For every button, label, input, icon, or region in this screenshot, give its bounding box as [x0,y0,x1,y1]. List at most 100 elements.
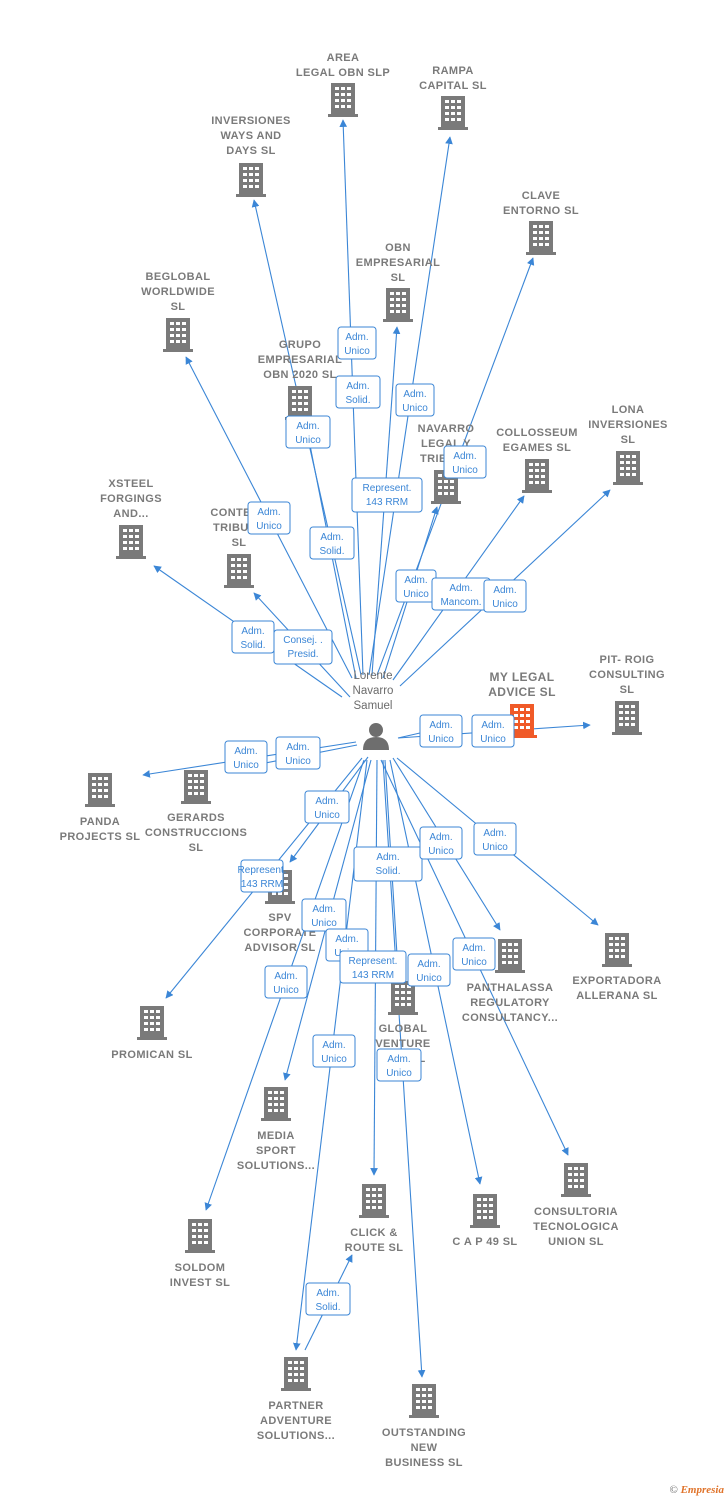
company-label-line: CORPORATE [243,927,316,939]
role-badge: Adm.Unico [264,965,308,999]
role-text: Unico [452,465,478,476]
company-label-line: NAVARRO [418,423,475,435]
role-badge: Adm.Unico [473,822,517,856]
company-label-line: SL [171,301,186,313]
company-label-line: COLLOSSEUM [496,427,578,439]
building-icon [612,701,642,735]
role-text: Adm. [241,626,264,637]
company-node-beglobal[interactable]: BEGLOBAL WORLDWIDE SL [141,271,215,352]
company-label-line: CLICK & [350,1227,397,1239]
company-label-line: INVEST SL [170,1277,230,1289]
building-icon [137,1006,167,1040]
company-label-line: ADVICE SL [488,685,556,699]
company-label-line: WORLDWIDE [141,286,215,298]
company-node-cap49[interactable]: C A P 49 SL [452,1194,517,1248]
role-text: Solid. [375,866,400,877]
company-node-xsteel[interactable]: XSTEELFORGINGSAND... [100,478,162,559]
building-icon [181,770,211,804]
role-badge: Adm.Mancom. [431,577,491,611]
company-label-line: CONSULTANCY... [462,1012,558,1024]
company-node-soldom[interactable]: SOLDOM INVEST SL [170,1219,230,1289]
role-text: Adm. [316,1288,339,1299]
role-badge: Adm.Unico [275,736,321,770]
company-label-line: SOLUTIONS... [237,1160,315,1172]
role-text: Adm. [429,832,452,843]
person-node[interactable] [363,723,389,750]
company-label-line: INVERSIONES [211,115,291,127]
company-label-line: SOLDOM [175,1262,226,1274]
building-icon [261,1087,291,1121]
company-label-line: SL [620,684,635,696]
role-text: Unico [403,589,429,600]
company-label-line: TECNOLOGICA [533,1221,619,1233]
company-node-collosseum[interactable]: COLLOSSEUM EGAMES SL [496,427,578,493]
person-name-line: Navarro [353,685,394,697]
role-text: Unico [285,756,311,767]
company-label-line: NEW [411,1442,438,1454]
role-text: Presid. [287,649,318,660]
company-label-line: EMPRESARIAL [356,257,440,269]
company-label-line: AREA [327,52,360,64]
role-text: Represent. [363,483,412,494]
role-text: Adm. [315,796,338,807]
building-icon [613,451,643,485]
company-label-line: GLOBAL [379,1023,428,1035]
company-label-line: OBN [385,242,411,254]
company-node-media-sport[interactable]: MEDIASPORTSOLUTIONS... [237,1087,315,1172]
company-label-line: OBN 2020 SL [263,369,336,381]
role-badge: Adm.Unico [301,898,347,932]
company-label-line: ALLERANA SL [576,990,658,1002]
role-text: Represent. [349,956,398,967]
role-badge: Adm.Unico [376,1048,422,1082]
company-label-line: EGAMES SL [503,442,571,454]
company-label-line: PROMICAN SL [111,1049,192,1061]
building-icon [522,459,552,493]
role-text: Adm. [335,934,358,945]
role-badge: Represent.143 RRM [339,950,407,984]
role-text: Unico [273,985,299,996]
role-text: Adm. [320,532,343,543]
person-name-line: Samuel [354,700,393,712]
company-label-line: INVERSIONES [588,419,668,431]
company-node-panthalassa[interactable]: PANTHALASSAREGULATORYCONSULTANCY... [462,939,558,1024]
company-label-line: LONA [612,404,645,416]
building-icon [383,288,413,322]
building-icon [409,1384,439,1418]
company-label-line: CONSTRUCCIONS [145,827,247,839]
role-badge: Adm. Solid. [353,846,423,882]
role-text: Solid. [315,1302,340,1313]
person-icon [369,723,383,737]
role-text: Unico [314,810,340,821]
role-badge: Adm. Unico [304,790,350,824]
company-label-line: SPV [268,912,291,924]
credit[interactable]: © Empresia [669,1484,724,1496]
role-text: Unico [386,1068,412,1079]
role-badge: Adm.Solid. [309,526,355,560]
company-label-line: VENTURE [375,1038,430,1050]
role-badge: Adm.Unico [443,445,487,479]
company-node-click-route[interactable]: CLICK &ROUTE SL [345,1184,404,1254]
company-node-promican[interactable]: PROMICAN SL [111,1006,192,1061]
company-node-partner-adv[interactable]: PARTNERADVENTURESOLUTIONS... [257,1357,335,1442]
company-label-line: BEGLOBAL [146,271,211,283]
company-label-line: SL [189,842,204,854]
role-text: Adm. [376,852,399,863]
role-text: Unico [428,846,454,857]
copyright-symbol: © [669,1484,678,1496]
role-text: Unico [402,403,428,414]
